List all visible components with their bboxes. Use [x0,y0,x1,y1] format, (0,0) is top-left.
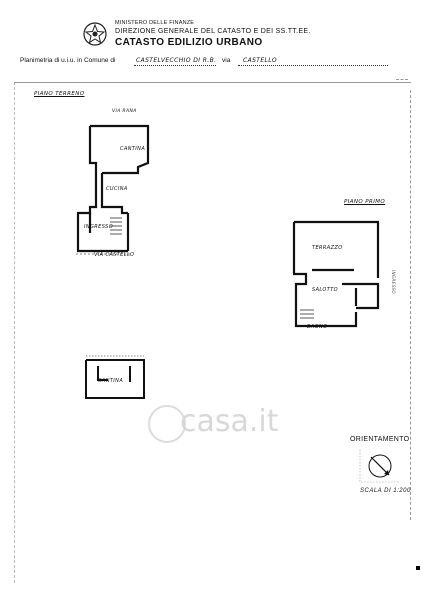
via-underline [238,65,388,66]
compass-icon [358,446,402,486]
planimetria-label: Planimetria di u.i.u. in Comune di [20,57,116,64]
room-label-terrazzo: Terrazzo [312,245,343,251]
room-label-via-castello: Via Castello [94,252,135,258]
via-value: Castello [243,57,277,64]
room-label-cantina-top: Cantina [120,146,146,152]
room-label-cantina-bottom: Cantina [98,378,124,384]
top-right-dash [396,79,408,80]
document-title: CATASTO EDILIZIO URBANO [115,37,263,48]
room-label-cucina: Cucina [106,186,128,192]
watermark-text: casa.it [180,404,279,439]
comune-value: Castelvecchio di R.B. [136,57,217,64]
bottom-mark [416,566,420,570]
ground-floor-plan [76,124,150,255]
cantina-plan [85,355,145,399]
watermark-logo-icon [148,405,186,443]
room-label-bagno: Bagno [307,324,328,330]
frame-right-dashes [408,90,411,520]
ministry-name: MINISTERO DELLE FINANZE [115,20,195,26]
ministry-emblem-icon [82,21,108,47]
direction-name: DIREZIONE GENERALE DEL CATASTO E DEI SS.… [115,28,311,35]
first-floor-plan [292,220,380,328]
first-floor-label: Piano primo [344,199,386,205]
room-label-salotto: Salotto [312,287,339,293]
side-note: Ingresso [391,270,396,294]
room-label-via-rana: Via Rana [112,109,137,114]
via-label: via [222,57,231,64]
scale-label: SCALA DI 1:200 [360,488,411,494]
orientation-label: ORIENTAMENTO [350,436,410,443]
comune-underline [134,65,216,66]
room-label-ingresso: Ingresso [84,224,114,230]
ground-floor-label: Piano terreno [34,91,85,97]
drawing-frame [14,82,411,583]
